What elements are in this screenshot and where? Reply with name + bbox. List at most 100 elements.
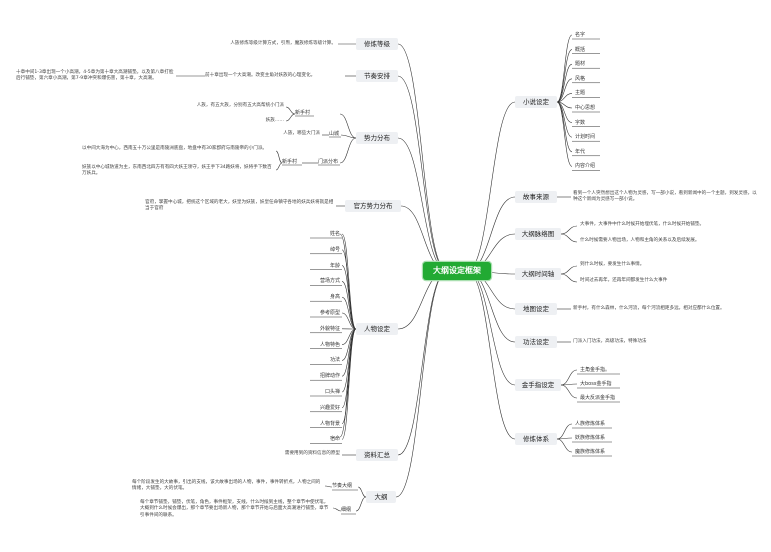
connector [285, 106, 296, 115]
connector [556, 93, 573, 103]
character-attribute-item[interactable]: 营场方式 [319, 278, 340, 285]
connector [560, 369, 578, 386]
branch-map[interactable]: 地图设定 [515, 303, 557, 315]
character-attribute-item[interactable]: 绰号 [329, 246, 340, 253]
character-attribute-item[interactable]: 招牌动作 [319, 373, 340, 380]
connector [339, 113, 357, 139]
character-attribute-item[interactable]: 功法 [329, 357, 340, 364]
novel-attribute-item[interactable]: 题材 [575, 61, 586, 68]
connector [275, 150, 283, 164]
novel-attribute-item[interactable]: 内容介绍 [575, 163, 596, 170]
connector [556, 101, 573, 153]
label-xinshoucun[interactable]: 新手村 [295, 110, 311, 116]
label-menpai[interactable]: 门派分布 [318, 159, 339, 165]
connector [556, 34, 573, 103]
character-attribute-item[interactable]: 人物特色 [319, 341, 340, 348]
cheat-item[interactable]: 主角金手指。 [580, 367, 611, 373]
connector [560, 233, 578, 243]
character-attribute-item[interactable]: 口头禅 [324, 389, 340, 395]
connector [339, 328, 357, 438]
connector [355, 496, 367, 512]
note-level: 人族修炼等级计算方式，引炁，魔族修炼等级计算。 [230, 41, 336, 46]
connector [556, 49, 573, 103]
novel-attribute-item[interactable]: 计划时间 [575, 134, 596, 141]
character-attribute-item[interactable]: 外貌特征 [319, 325, 340, 332]
connector [556, 63, 573, 103]
branch-novel[interactable]: 小说设定 [515, 96, 557, 108]
cheat-item[interactable]: 大boss金手指 [580, 381, 612, 387]
character-attribute-item[interactable]: 姓名 [329, 231, 340, 237]
branch-official[interactable]: 官方势力分布 [345, 200, 401, 212]
branch-story-source[interactable]: 故事来源 [515, 191, 557, 203]
label-detail-outline[interactable]: 细纲 [341, 507, 352, 513]
label-shancheng[interactable]: 山城 [329, 131, 340, 137]
connector [341, 312, 357, 330]
branch-cultivation[interactable]: 修炼体系 [515, 433, 557, 445]
label-xinshoucun-2[interactable]: 新手村 [282, 159, 298, 165]
connector [341, 328, 357, 440]
branch-pacing[interactable]: 节奏安排 [356, 70, 398, 82]
branch-timeline[interactable]: 大纲时间轴 [515, 268, 561, 280]
branch-pulse[interactable]: 大纲脉络图 [515, 228, 561, 240]
connector [357, 486, 367, 498]
branch-forces[interactable]: 势力分布 [356, 132, 398, 144]
center-right-connector [466, 196, 516, 272]
connector [341, 233, 357, 330]
novel-attribute-item[interactable]: 字数 [575, 119, 586, 126]
novel-attribute-item[interactable]: 主题 [575, 90, 586, 97]
connector [324, 485, 333, 488]
branch-characters[interactable]: 人物设定 [356, 323, 398, 335]
center-right-connector [466, 270, 516, 440]
branch-cheat[interactable]: 金手指设定 [515, 379, 561, 391]
note-story-source: 看到一个人突然想出这个人物为灵感，写一部小说，看到新闻中的一个主题，到发灵感，以… [573, 191, 757, 203]
novel-attribute-item[interactable]: 名字 [575, 32, 586, 38]
note-pulse-2: 什么时候需要人物出场，人物和主角的关系以及后续发展。 [580, 238, 700, 243]
connector [341, 328, 357, 409]
novel-attribute-item[interactable]: 年代 [575, 148, 586, 155]
novel-attribute-item[interactable]: 风格 [575, 75, 586, 82]
center-left-connector [397, 43, 448, 272]
branch-materials[interactable]: 资料汇总 [356, 449, 398, 461]
note-yaozu: 妖族…… [265, 118, 284, 123]
center-left-connector [395, 270, 448, 498]
connector [341, 249, 357, 330]
connector [341, 281, 357, 330]
central-topic[interactable]: 大纲设定框架 [423, 262, 491, 280]
cultivation-item[interactable]: 妖族修炼体系 [575, 435, 606, 441]
character-attribute-item[interactable]: 兴趣爱好 [319, 404, 340, 411]
character-attribute-item[interactable]: 人物背景 [319, 420, 340, 427]
connector [341, 265, 357, 330]
note-pacing-1: 十章中间1-3章出现一个小高潮，4-5章为第十章大高潮铺垫。以及第八章打脸后行铺… [16, 70, 174, 82]
novel-attribute-item[interactable]: 中心思想 [575, 105, 596, 111]
character-attribute-item[interactable]: 宿命 [329, 436, 340, 443]
note-shancheng: 人族，哪些大门派 [283, 131, 320, 136]
center-right-connector [466, 270, 516, 343]
connector [560, 225, 578, 235]
center-right-connector [466, 270, 516, 386]
note-map: 新手村，有什么森林，什么河流，每个河流相距多远，相对应都什么位置。 [573, 306, 725, 311]
character-attribute-item[interactable]: 身高 [329, 294, 340, 301]
cultivation-item[interactable]: 人族修炼体系 [575, 421, 606, 427]
branch-level[interactable]: 修炼等级 [356, 38, 398, 50]
character-attribute-item[interactable]: 年龄 [329, 262, 340, 269]
novel-attribute-item[interactable]: 概括 [575, 46, 586, 53]
note-materials: 需要用到的资料信息的原型 [284, 451, 340, 456]
note-timeline-1: 到什么时候，要发生什么事情。 [580, 262, 645, 267]
connector [556, 423, 573, 440]
branch-skill[interactable]: 功法设定 [515, 336, 557, 348]
note-detail-outline: 每个章节铺垫，铺垫，伏笔，角色，事件框架，支线，什么时候到主线，整个章节中使伏笔… [140, 500, 329, 518]
connector [556, 101, 573, 167]
note-official: 官府，掌握中心城，把统这个区域的老大，妖皇为妖族，妖皇任命镇守各地的妖兵妖将就是… [145, 200, 334, 212]
center-left-connector [397, 75, 448, 272]
note-pulse-1: 大事件，大事件中什么时候开始埋伏笔，什么时候开始铺垫。 [580, 222, 705, 227]
cheat-item[interactable]: 最大反派金手指 [580, 395, 616, 401]
connector [556, 78, 573, 103]
connector [556, 437, 573, 440]
connector [560, 273, 578, 283]
cultivation-item[interactable]: 魔族修炼体系 [575, 449, 606, 455]
character-attribute-item[interactable]: 参考原型 [319, 310, 340, 316]
note-renzu: 人族，有五大族，分别有五大高帮统小门派 [196, 103, 284, 108]
branch-outline[interactable]: 大纲 [366, 491, 396, 503]
label-rhythm-outline[interactable]: 节奏大纲 [332, 483, 353, 489]
